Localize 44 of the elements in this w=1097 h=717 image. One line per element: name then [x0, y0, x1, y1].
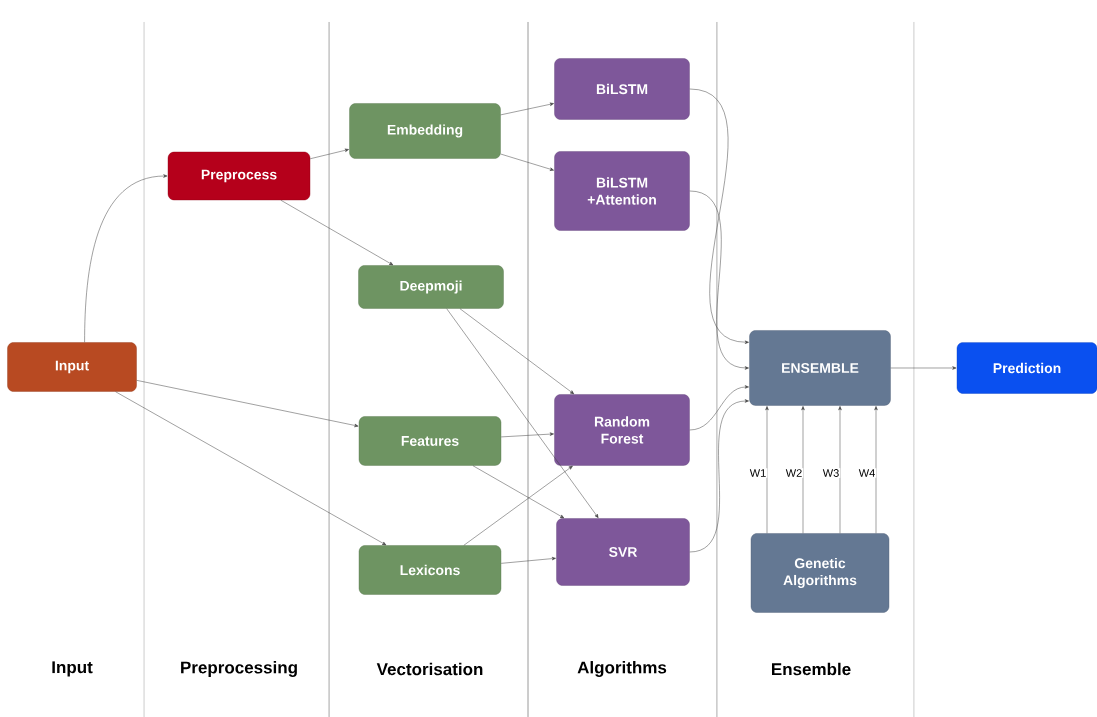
arrow: [838, 406, 842, 534]
arrow: [309, 148, 349, 159]
arrow: [874, 406, 878, 534]
arrow: [890, 366, 957, 370]
column-heading: Vectorisation: [376, 662, 483, 676]
process-box: Input: [7, 342, 137, 392]
edge-label: W4: [857, 468, 877, 478]
process-box: Random Forest: [554, 394, 690, 466]
arrow: [500, 153, 554, 171]
process-box: BiLSTM: [554, 58, 690, 120]
process-box: Deepmoji: [358, 265, 504, 309]
process-box: Features: [358, 416, 502, 466]
process-box: BiLSTM +Attention: [554, 151, 690, 231]
edge-label: W1: [748, 468, 768, 478]
arrow: [801, 406, 805, 534]
column-heading: Preprocessing: [181, 661, 297, 677]
column-heading: Ensemble: [772, 662, 851, 676]
arrow: [500, 102, 554, 116]
column-heading: Algorithms: [577, 661, 667, 677]
arrow: [765, 406, 769, 534]
arrow: [689, 399, 749, 553]
arrow: [689, 88, 749, 344]
arrow: [280, 199, 394, 266]
process-box: Genetic Algorithms: [750, 533, 890, 613]
arrow: [500, 556, 556, 564]
edge-label: W2: [784, 468, 804, 478]
arrow: [446, 308, 599, 518]
arrow: [459, 308, 575, 395]
process-box: Embedding: [349, 103, 501, 159]
arrow: [472, 465, 565, 519]
arrow: [463, 465, 573, 546]
process-box: ENSEMBLE: [749, 330, 891, 406]
edge-label: W3: [821, 468, 841, 478]
arrow: [84, 174, 168, 343]
process-box: SVR: [556, 518, 690, 586]
arrow: [500, 432, 554, 438]
arrow: [689, 385, 749, 431]
arrow: [689, 190, 749, 370]
column-heading: Input: [52, 661, 93, 677]
process-box: Prediction: [956, 342, 1097, 394]
arrow: [136, 380, 359, 428]
arrow: [115, 391, 387, 546]
process-box: Lexicons: [358, 545, 502, 595]
process-box: Preprocess: [167, 151, 311, 201]
